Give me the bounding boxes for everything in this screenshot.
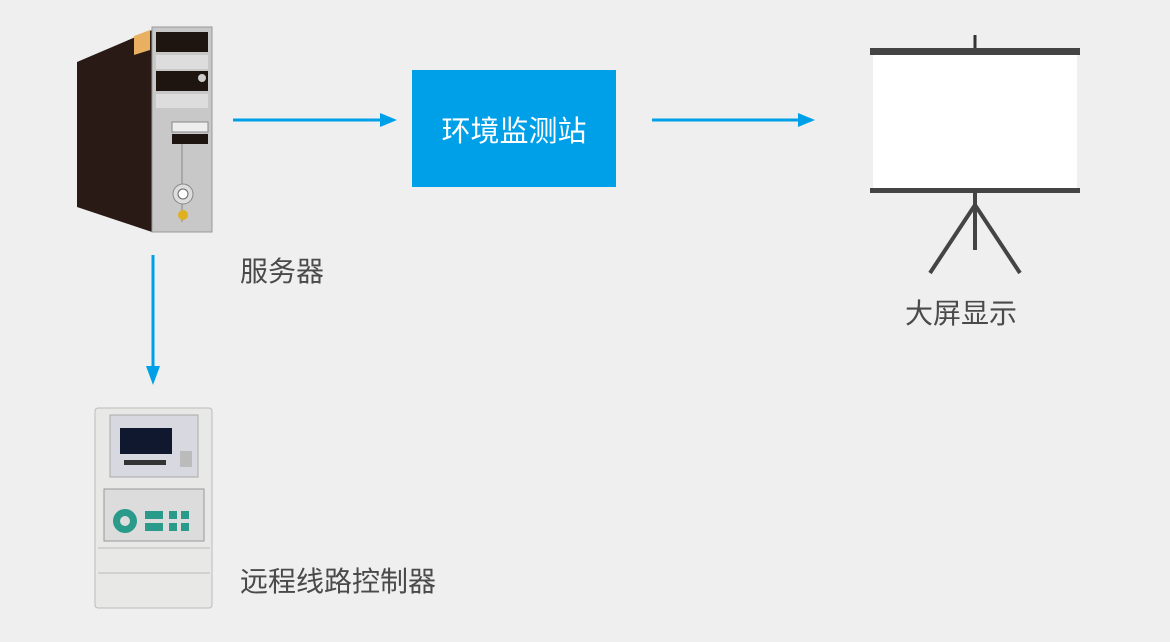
projector-screen-icon: [870, 35, 1080, 275]
arrow-station-to-display: [652, 113, 815, 127]
server-tower-icon: [77, 26, 213, 233]
display-label: 大屏显示: [905, 297, 1018, 330]
arrow-server-to-station: [233, 113, 397, 127]
electric-meter-icon: [94, 407, 213, 609]
environment-monitoring-station-box: 环境监测站: [412, 70, 616, 187]
controller-label: 远程线路控制器: [240, 565, 437, 598]
arrow-server-to-controller: [146, 255, 160, 385]
server-label: 服务器: [240, 255, 325, 288]
station-label: 环境监测站: [441, 113, 587, 148]
